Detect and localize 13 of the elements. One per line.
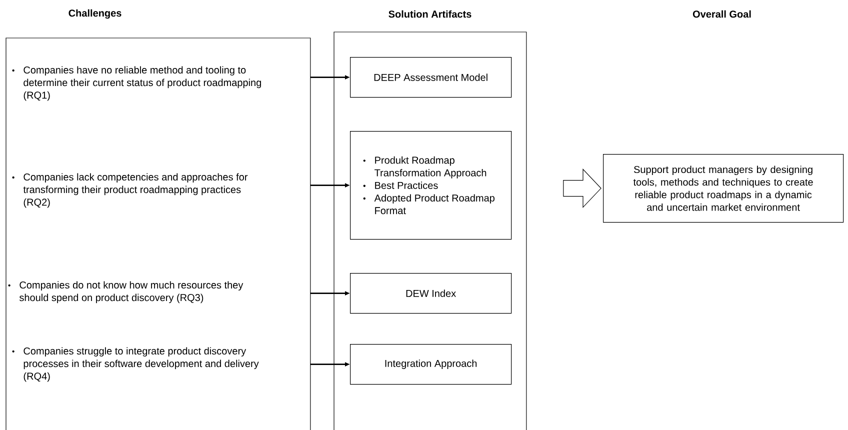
bullet-text: Companies do not know how much resources they should spend on product discovery (RQ3) [8,281,244,304]
artifact-box: DEEP Assessment Model [350,57,512,98]
artifact-box: Produkt Roadmap Transformation Approach Best Practices Adopted Product Roadmap Format [350,131,512,240]
block-arrow [563,168,602,208]
bullet-text: Companies struggle to integrate product discovery processes in their software development and delivery (RQ4) [12,347,259,382]
goal-box: Support product managers by designing tools, methods and techniques to create reliable product roadmaps in a dynamic and uncertain market environment [603,154,844,223]
artifact-box: Integration Approach [350,344,512,385]
column-heading: Challenges [68,9,122,19]
column-heading: Overall Goal [692,10,751,18]
artifact-box: DEW Index [350,273,512,314]
bullet-text: Companies have no reliable method and tooling to determine their current status of product roadmapping (RQ1) [12,66,261,101]
column-heading: Solution Artifacts [388,10,472,18]
bullet-text: Companies lack competencies and approaches for transforming their product roadmapping practices (RQ2) [12,173,248,208]
